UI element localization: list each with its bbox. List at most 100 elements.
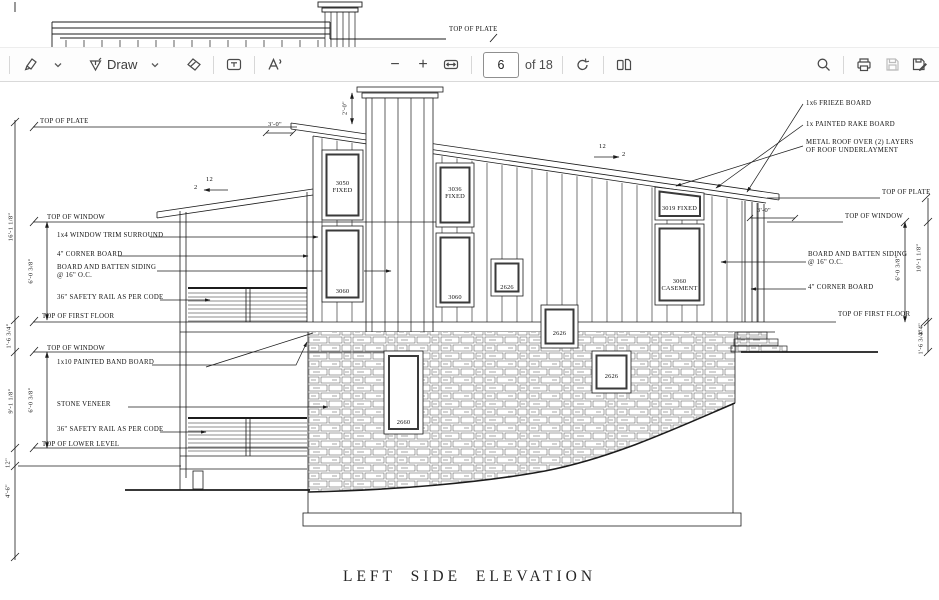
label-top-of-first-floor-right: TOP OF FIRST FLOOR bbox=[838, 311, 911, 318]
highlighter-icon bbox=[24, 58, 37, 71]
window-label-3060-b: 3060 bbox=[448, 294, 462, 301]
label-top-of-first-floor-left: TOP OF FIRST FLOOR bbox=[42, 313, 115, 320]
window-label-2626-a: 2626 bbox=[500, 284, 514, 291]
window-type: FIXED bbox=[445, 193, 465, 201]
zoom-out-button[interactable]: − bbox=[382, 52, 408, 78]
toolbar-separator bbox=[213, 55, 215, 74]
text-box-icon bbox=[227, 58, 242, 71]
label-top-of-window-right: TOP OF WINDOW bbox=[845, 213, 904, 220]
toolbar-separator bbox=[9, 55, 10, 74]
file-actions bbox=[810, 48, 933, 81]
save-as-button[interactable] bbox=[907, 52, 933, 78]
label-window-trim: 1x4 WINDOW TRIM SURROUND bbox=[57, 232, 164, 239]
window-label-3060-a: 3060 bbox=[335, 288, 350, 295]
eraser-icon bbox=[186, 58, 201, 71]
pitch-run-right: 12 bbox=[599, 143, 607, 150]
label-band-board: 1x10 PAINTED BAND BOARD bbox=[57, 359, 155, 366]
window-label-2626-c: 2626 bbox=[604, 373, 619, 380]
save-as-icon bbox=[912, 58, 927, 71]
page-controls: − + of 18 bbox=[382, 48, 637, 81]
save-icon bbox=[885, 58, 899, 71]
window-type: FIXED bbox=[332, 187, 353, 195]
label-frieze-board: 1x6 FRIEZE BOARD bbox=[806, 100, 872, 107]
draw-button[interactable]: Draw bbox=[85, 52, 140, 78]
window-label-2626-b: 2626 bbox=[552, 330, 567, 337]
toolbar-separator bbox=[561, 55, 563, 74]
label-rake-board: 1x PAINTED RAKE BOARD bbox=[806, 121, 895, 128]
label-top-of-window-lower: TOP OF WINDOW bbox=[47, 345, 106, 352]
label-safety-rail-lower: 36" SAFETY RAIL AS PER CODE bbox=[57, 426, 164, 433]
eraser-button[interactable] bbox=[180, 52, 206, 78]
toolbar-separator bbox=[254, 55, 256, 74]
window-size: 3036 bbox=[448, 186, 462, 193]
search-icon bbox=[817, 58, 830, 71]
zoom-in-label: + bbox=[418, 55, 428, 73]
drawing-title: LEFT SIDE ELEVATION bbox=[342, 568, 597, 585]
label-siding-right-2: @ 16" O.C. bbox=[808, 259, 844, 266]
label-siding-left-2: @ 16" O.C. bbox=[57, 272, 93, 279]
label-metal-roof-2: OF ROOF UNDERLAYMENT bbox=[806, 147, 899, 154]
dim-6-0-right: 6'-0 3/8" bbox=[894, 255, 902, 281]
dim-1-6-right: 1'-6 3/4" bbox=[917, 329, 925, 355]
dim-2-0-chimney: 2'-0" bbox=[341, 101, 349, 115]
page-number-input[interactable] bbox=[483, 51, 519, 78]
label-metal-roof-1: METAL ROOF OVER (2) LAYERS bbox=[806, 139, 914, 146]
fit-width-button[interactable] bbox=[438, 52, 464, 78]
dim-10-1: 10'-1 1/8" bbox=[915, 243, 923, 273]
label-top-of-plate-right: TOP OF PLATE bbox=[882, 189, 931, 196]
label-corner-board-right: 4" CORNER BOARD bbox=[808, 284, 874, 291]
toolbar-separator bbox=[471, 55, 472, 74]
chevron-down-icon bbox=[54, 62, 62, 67]
label-stone-veneer: STONE VENEER bbox=[57, 401, 111, 408]
read-aloud-button[interactable] bbox=[262, 52, 288, 78]
save-button[interactable] bbox=[879, 52, 905, 78]
label-top-of-window-left: TOP OF WINDOW bbox=[47, 214, 106, 221]
pitch-rise-left: 2 bbox=[194, 184, 198, 191]
zoom-in-button[interactable]: + bbox=[410, 52, 436, 78]
window-label-3036: 3036 FIXED bbox=[436, 186, 474, 201]
draw-dropdown[interactable] bbox=[142, 52, 168, 78]
rotate-icon bbox=[577, 58, 590, 71]
dim-3-0-right: 3'-0" bbox=[757, 207, 771, 214]
annotation-tools: Draw bbox=[4, 48, 288, 81]
toolbar-separator bbox=[602, 55, 604, 74]
pitch-run-left: 12 bbox=[206, 176, 214, 183]
label-top-of-plate-left: TOP OF PLATE bbox=[40, 118, 89, 125]
window-label-3050: 3050 FIXED bbox=[322, 180, 363, 195]
draw-label: Draw bbox=[107, 57, 138, 72]
dim-16-1: 16'-1 1/8" bbox=[7, 212, 15, 242]
highlighter-dropdown[interactable] bbox=[45, 52, 71, 78]
two-page-view-icon bbox=[616, 58, 631, 71]
dim-9-1: 9'-1 1/8" bbox=[7, 388, 15, 414]
read-aloud-icon bbox=[268, 57, 282, 70]
label-top-of-lower-level: TOP OF LOWER LEVEL bbox=[42, 441, 120, 448]
toolbar-separator bbox=[843, 55, 844, 74]
dim-1-6-left: 1'-6 3/4" bbox=[5, 323, 13, 349]
pen-nib-icon bbox=[89, 57, 102, 72]
page-view-button[interactable] bbox=[611, 52, 637, 78]
label-siding-right-1: BOARD AND BATTEN SIDING bbox=[808, 251, 908, 258]
print-icon bbox=[857, 58, 871, 72]
window-size: 3060 bbox=[672, 278, 687, 285]
dim-12in: 12" bbox=[4, 457, 12, 469]
window-label-3060-casement: 3060 CASEMENT bbox=[655, 278, 704, 293]
label-top-of-plate-strip: TOP OF PLATE bbox=[449, 26, 498, 33]
highlighter-button[interactable] bbox=[17, 52, 43, 78]
dim-4-6: 4'-6" bbox=[4, 484, 12, 498]
zoom-out-label: − bbox=[390, 55, 400, 73]
window-type: CASEMENT bbox=[661, 285, 698, 293]
dim-6-0-lower-left: 6'-0 3/8" bbox=[27, 387, 35, 413]
label-siding-left-1: BOARD AND BATTEN SIDING bbox=[57, 264, 157, 271]
print-button[interactable] bbox=[851, 52, 877, 78]
pdf-toolbar: Draw − bbox=[0, 47, 939, 82]
pitch-rise-right: 2 bbox=[622, 151, 626, 158]
label-safety-rail-upper: 36" SAFETY RAIL AS PER CODE bbox=[57, 294, 164, 301]
dim-3-0-top-left: 3'-0" bbox=[268, 121, 282, 128]
window-size: 3050 bbox=[335, 180, 350, 187]
add-text-button[interactable] bbox=[221, 52, 247, 78]
search-button[interactable] bbox=[810, 52, 836, 78]
chevron-down-icon bbox=[151, 62, 159, 67]
rotate-button[interactable] bbox=[570, 52, 596, 78]
